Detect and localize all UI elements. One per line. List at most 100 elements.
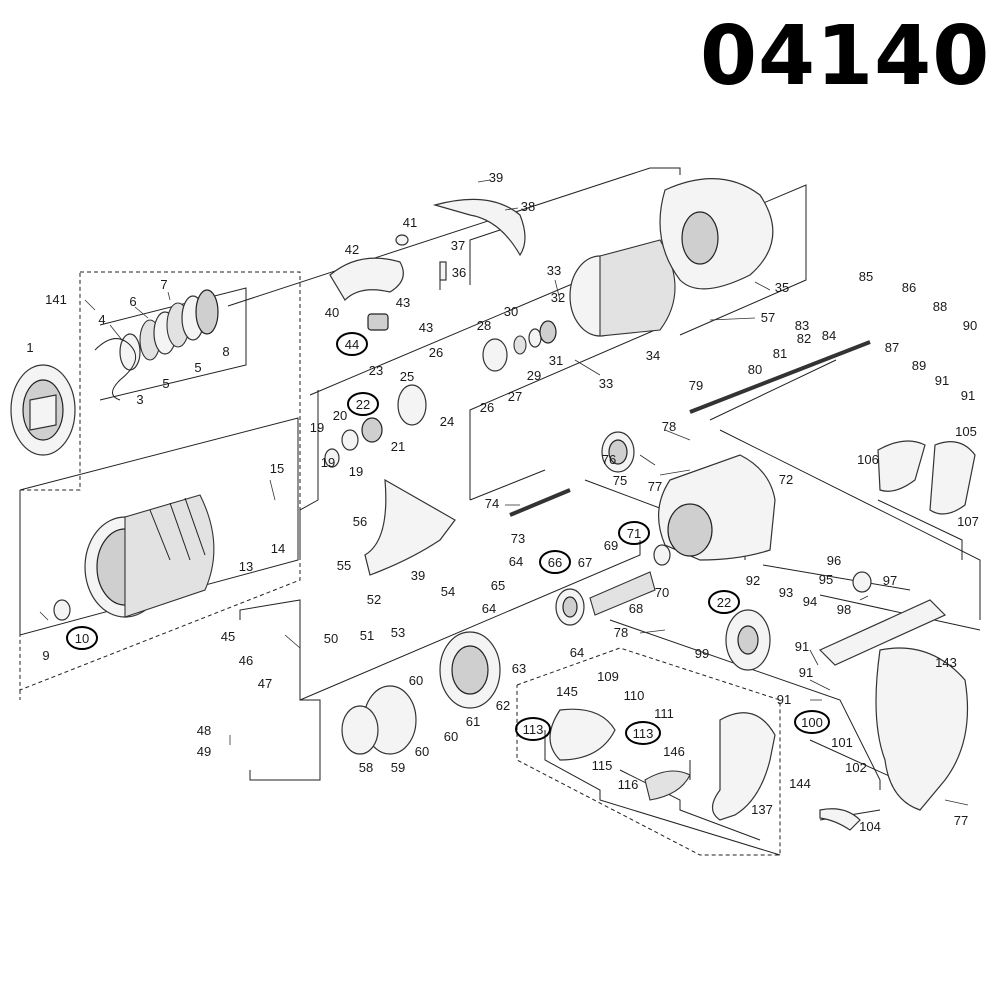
callout-89: 89 bbox=[912, 358, 926, 373]
callout-ring-44 bbox=[336, 332, 368, 356]
callout-33: 33 bbox=[599, 376, 613, 391]
callout-ring-100 bbox=[794, 710, 830, 734]
callout-78: 78 bbox=[662, 419, 676, 434]
callout-61: 61 bbox=[466, 714, 480, 729]
callout-6: 6 bbox=[129, 294, 136, 309]
callout-42: 42 bbox=[345, 242, 359, 257]
callout-48: 48 bbox=[197, 723, 211, 738]
callout-26: 26 bbox=[429, 345, 443, 360]
callout-13: 13 bbox=[239, 559, 253, 574]
callout-58: 58 bbox=[359, 760, 373, 775]
callout-65: 65 bbox=[491, 578, 505, 593]
callout-93: 93 bbox=[779, 585, 793, 600]
drive-gear bbox=[725, 609, 771, 671]
body bbox=[657, 454, 776, 561]
callout-64: 64 bbox=[509, 554, 523, 569]
callout-4: 4 bbox=[98, 312, 105, 327]
callout-102: 102 bbox=[845, 760, 867, 775]
callout-10: 10 bbox=[75, 631, 89, 646]
callout-137: 137 bbox=[751, 802, 773, 817]
main-shaft-and-pinion bbox=[509, 340, 871, 626]
rotor bbox=[569, 178, 774, 337]
callout-71: 71 bbox=[627, 526, 641, 541]
callout-115: 115 bbox=[592, 758, 613, 773]
callout-ring-66 bbox=[539, 550, 571, 574]
callout-33: 33 bbox=[547, 263, 561, 278]
callout-86: 86 bbox=[902, 280, 916, 295]
callout-62: 62 bbox=[496, 698, 510, 713]
callout-ring-113b bbox=[625, 721, 661, 745]
callout-90: 90 bbox=[963, 318, 977, 333]
callout-91: 91 bbox=[777, 692, 791, 707]
spool-cap bbox=[10, 364, 76, 456]
bail-assembly bbox=[329, 198, 526, 331]
callout-106: 106 bbox=[857, 452, 879, 467]
callout-99: 99 bbox=[695, 646, 709, 661]
callout-95: 95 bbox=[819, 572, 833, 587]
callout-26: 26 bbox=[480, 400, 494, 415]
callout-60: 60 bbox=[409, 673, 423, 688]
callout-15: 15 bbox=[270, 461, 284, 476]
callout-141: 141 bbox=[45, 292, 67, 307]
callout-76: 76 bbox=[602, 452, 616, 467]
callout-64: 64 bbox=[482, 601, 496, 616]
callout-80: 80 bbox=[748, 362, 762, 377]
callout-34: 34 bbox=[646, 348, 660, 363]
callout-77: 77 bbox=[954, 813, 968, 828]
assembly-guide-lines bbox=[19, 167, 981, 856]
callout-38: 38 bbox=[521, 199, 535, 214]
callout-57: 57 bbox=[761, 310, 775, 325]
callout-55: 55 bbox=[337, 558, 351, 573]
callout-78: 78 bbox=[614, 625, 628, 640]
callout-5: 5 bbox=[194, 360, 201, 375]
callout-14: 14 bbox=[271, 541, 285, 556]
callout-100: 100 bbox=[801, 715, 823, 730]
callout-37: 37 bbox=[451, 238, 465, 253]
callout-83: 83 bbox=[795, 318, 809, 333]
callout-36: 36 bbox=[452, 265, 466, 280]
callout-84: 84 bbox=[822, 328, 836, 343]
callout-43: 43 bbox=[419, 320, 433, 335]
callout-113: 113 bbox=[523, 722, 544, 737]
callout-3: 3 bbox=[136, 392, 143, 407]
callout-39: 39 bbox=[411, 568, 425, 583]
callout-69: 69 bbox=[604, 538, 618, 553]
callout-96: 96 bbox=[827, 553, 841, 568]
callout-8: 8 bbox=[222, 344, 229, 359]
callout-19: 19 bbox=[310, 420, 324, 435]
callout-51: 51 bbox=[360, 628, 374, 643]
callout-87: 87 bbox=[885, 340, 899, 355]
callout-77: 77 bbox=[648, 479, 662, 494]
one-way-clutch-and-frame bbox=[364, 431, 635, 576]
callout-22: 22 bbox=[356, 397, 370, 412]
callout-144: 144 bbox=[789, 776, 811, 791]
callout-47: 47 bbox=[258, 676, 272, 691]
callout-52: 52 bbox=[367, 592, 381, 607]
callout-110: 110 bbox=[624, 688, 645, 703]
callout-29: 29 bbox=[527, 368, 541, 383]
callout-32: 32 bbox=[551, 290, 565, 305]
callout-81: 81 bbox=[773, 346, 787, 361]
callout-ring-71 bbox=[618, 521, 650, 545]
circled-callout-markers bbox=[66, 332, 830, 745]
callout-116: 116 bbox=[618, 777, 639, 792]
callout-70: 70 bbox=[655, 585, 669, 600]
callout-73: 73 bbox=[511, 531, 525, 546]
callout-50: 50 bbox=[324, 631, 338, 646]
callout-82: 82 bbox=[797, 331, 811, 346]
callout-145: 145 bbox=[556, 684, 578, 699]
callout-39: 39 bbox=[489, 170, 503, 185]
callout-28: 28 bbox=[477, 318, 491, 333]
callout-54: 54 bbox=[441, 584, 455, 599]
callout-98: 98 bbox=[837, 602, 851, 617]
callout-9: 9 bbox=[42, 648, 49, 663]
callout-19: 19 bbox=[321, 455, 335, 470]
callout-49: 49 bbox=[197, 744, 211, 759]
callout-88: 88 bbox=[933, 299, 947, 314]
callout-79: 79 bbox=[689, 378, 703, 393]
callout-74: 74 bbox=[485, 496, 499, 511]
callout-91: 91 bbox=[935, 373, 949, 388]
callout-67: 67 bbox=[578, 555, 592, 570]
callout-68: 68 bbox=[629, 601, 643, 616]
